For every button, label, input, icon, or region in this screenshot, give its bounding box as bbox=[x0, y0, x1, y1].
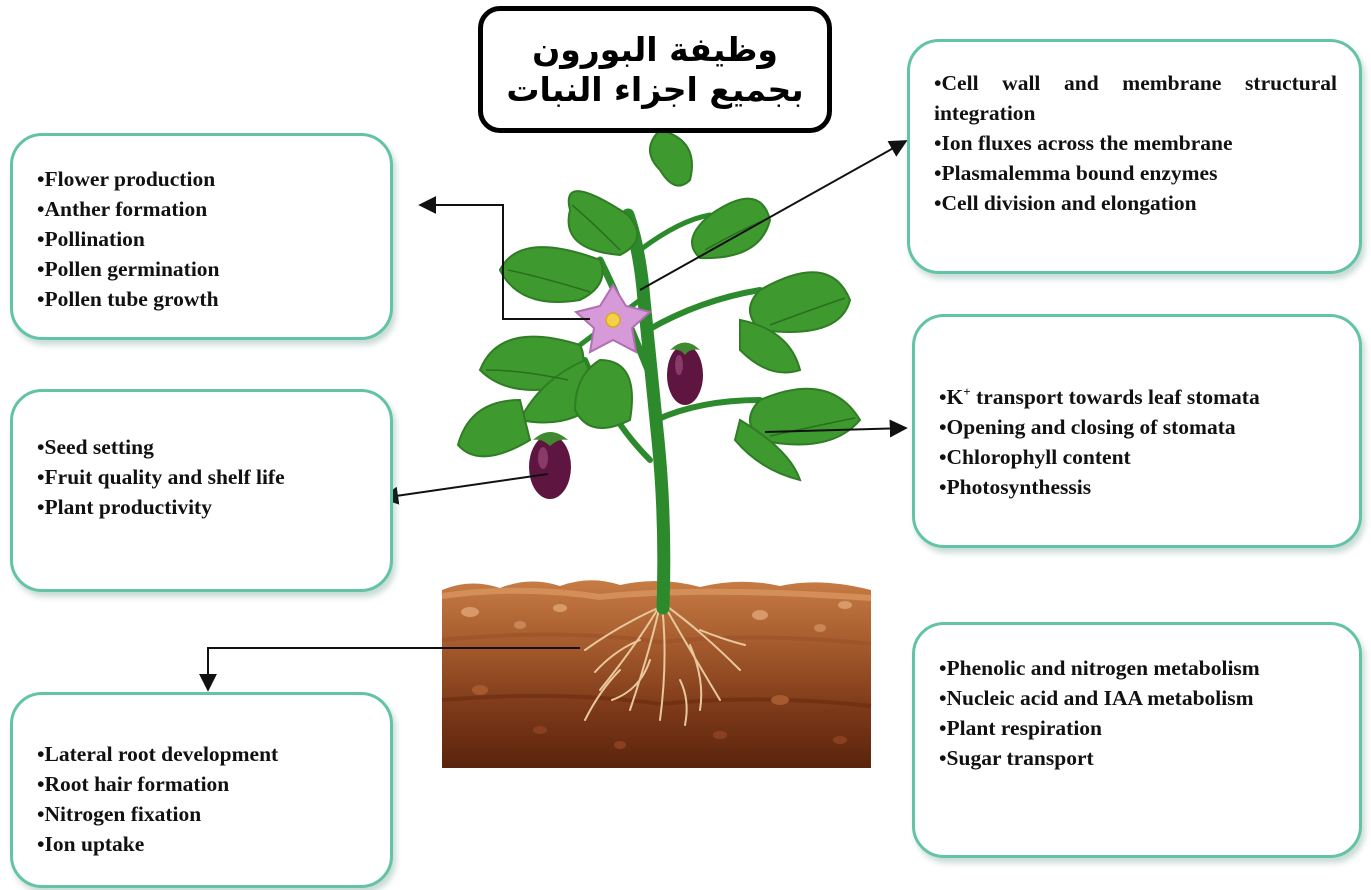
metabolism-functions-box: Phenolic and nitrogen metabolism Nucleic… bbox=[912, 622, 1362, 858]
list-item: Photosynthessis bbox=[939, 472, 1337, 502]
list-item: Phenolic and nitrogen metabolism bbox=[939, 653, 1337, 683]
list-item: Plant respiration bbox=[939, 713, 1337, 743]
list-item: Lateral root development bbox=[37, 739, 390, 769]
leaf-veins bbox=[485, 204, 856, 437]
fruit-functions-box: Seed setting Fruit quality and shelf lif… bbox=[10, 389, 393, 592]
list-item-k-transport: K+ transport towards leaf stomata bbox=[939, 377, 1337, 412]
list-item: Cell wall and membrane structural integr… bbox=[934, 68, 1337, 128]
arrow-to-leaf-box bbox=[764, 419, 908, 438]
list-item: Root hair formation bbox=[37, 769, 390, 799]
list-item: Anther formation bbox=[37, 194, 390, 224]
list-item: Ion uptake bbox=[37, 829, 390, 859]
list-item: Plant productivity bbox=[37, 492, 390, 522]
soil-section bbox=[441, 580, 872, 768]
arrow-to-root-box bbox=[199, 647, 580, 692]
list-item: Pollen tube growth bbox=[37, 284, 390, 314]
arrow-to-flower-box bbox=[418, 196, 590, 320]
cell-functions-list: Cell wall and membrane structural integr… bbox=[934, 68, 1337, 218]
eggplant-left bbox=[529, 432, 571, 499]
k-superscript: + bbox=[963, 384, 971, 399]
list-item: Sugar transport bbox=[939, 743, 1337, 773]
list-item: Flower production bbox=[37, 164, 390, 194]
flower bbox=[573, 283, 653, 354]
list-item: Nucleic acid and IAA metabolism bbox=[939, 683, 1337, 713]
list-item: Opening and closing of stomata bbox=[939, 412, 1337, 442]
roots bbox=[584, 604, 746, 726]
flower-functions-list: Flower production Anther formation Polli… bbox=[37, 164, 390, 314]
list-item: Chlorophyll content bbox=[939, 442, 1337, 472]
root-functions-list: Lateral root development Root hair forma… bbox=[37, 739, 390, 859]
list-item: Pollination bbox=[37, 224, 390, 254]
title-box: وظيفة البورون بجميع اجزاء النبات bbox=[478, 6, 832, 133]
k-prefix: K bbox=[946, 385, 964, 410]
root-functions-box: Lateral root development Root hair forma… bbox=[10, 692, 393, 888]
list-item: Seed setting bbox=[37, 432, 390, 462]
list-item: Fruit quality and shelf life bbox=[37, 462, 390, 492]
connector-arrows bbox=[199, 140, 908, 692]
list-item: Nitrogen fixation bbox=[37, 799, 390, 829]
list-item: Plasmalemma bound enzymes bbox=[934, 158, 1337, 188]
k-rest: transport towards leaf stomata bbox=[970, 385, 1260, 410]
title-text: وظيفة البورون بجميع اجزاء النبات bbox=[506, 29, 804, 109]
list-item: Pollen germination bbox=[37, 254, 390, 284]
metabolism-functions-list: Phenolic and nitrogen metabolism Nucleic… bbox=[939, 653, 1337, 773]
leaf-functions-box: K+ transport towards leaf stomata Openin… bbox=[912, 314, 1362, 548]
flower-functions-box: Flower production Anther formation Polli… bbox=[10, 133, 393, 340]
arrow-to-cell-box bbox=[639, 140, 908, 291]
cell-functions-box: Cell wall and membrane structural integr… bbox=[907, 39, 1362, 274]
list-item: Cell division and elongation bbox=[934, 188, 1337, 218]
fruit-functions-list: Seed setting Fruit quality and shelf lif… bbox=[37, 432, 390, 522]
eggplant-right bbox=[667, 342, 703, 405]
leaf-functions-list: K+ transport towards leaf stomata Openin… bbox=[939, 377, 1337, 502]
list-item: Ion fluxes across the membrane bbox=[934, 128, 1337, 158]
arrow-to-fruit-box bbox=[380, 473, 549, 505]
